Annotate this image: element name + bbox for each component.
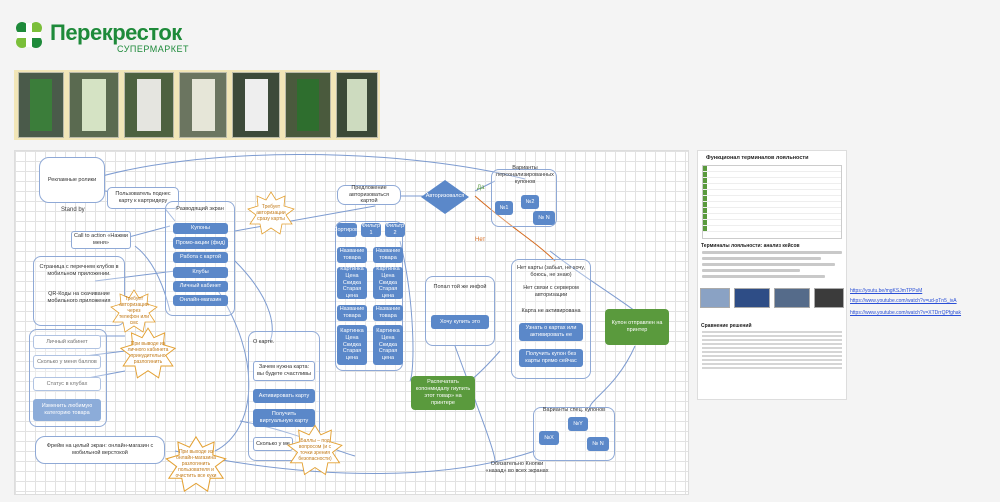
star-online-exit: При выходе из онлайн-магазина разлогинит… [165,433,227,494]
item-name: Название товара [373,305,403,321]
node-cta-card: Пользователь поднес карту к картридеру [107,187,179,209]
node-ads: Рекламные ролики [39,157,105,203]
node-fav-category: Изменить любимую категорию товара [33,399,101,421]
photo [232,72,280,138]
coupon-nx: №X [539,431,559,445]
doc-body [702,251,842,281]
coupon-nn: № N [533,211,555,225]
cross-logo-icon [16,22,42,48]
node-about-card: О карте. [253,339,275,345]
doc-thumbnails [700,288,845,308]
star-phone-auth: Требует авторизации через телефон или см… [109,289,159,333]
doc-compare-table [702,331,842,371]
doc-preview: Функционал терминалов лояльности Термина… [697,150,847,400]
video-link-2[interactable]: https://www.youtube.com/watch?v=ud-pTn5_… [850,298,957,304]
star-bonus: Баллы – под вопросом (и с точки зрения б… [287,423,343,477]
coupon-ny: №Y [568,417,588,431]
photo [336,72,378,138]
node-card-no-auth: Нет связи с сервером авторизации [523,285,579,298]
item-card: Картинка Цена Скидка Старая цена [337,325,367,365]
node-cta: Call to action «Нажми меня» [71,231,131,249]
node-personal: Личный кабинет [33,335,101,349]
node-points: Сколько у меня баллов [33,355,101,369]
star-auth-req: Требует авторизации сразу карты [247,191,295,235]
node-fullscreen: Фрейм на целый экран: онлайн-магазин с м… [35,436,165,464]
decision-authorized: Авторизовался [420,179,470,215]
photo [285,72,331,138]
star-cabinet-exit: При выводе из личного кабинета принудите… [119,327,177,379]
node-activate: Активировать карту [253,389,315,403]
item-name: Название товара [337,305,367,321]
coupon-n2: №2 [521,195,539,209]
node-found: Попал той же инфой [433,284,487,290]
node-personal-coupons: Варианты персонализированных купонов [496,165,554,185]
filter1-button: Фильтр 1 [361,223,381,237]
sort-button: Сортировк [334,223,361,237]
filter2-button: Фильтр 2 [385,223,405,237]
node-auth-offer: Предложение авторизоваться картой [337,185,401,205]
video-link-3[interactable]: https://www.youtube.com/watch?v=XTDrrQPf… [850,310,962,316]
node-why-card: Зачем нужна карта: вы будете счастливы [253,361,315,381]
cabinet-frame [29,329,107,427]
node-no-card: Нет карты (забыл, не хочу, боюсь, не зна… [516,265,586,278]
item-card: Картинка Цена Скидка Старая цена [337,266,367,299]
node-clubs-page: Страница с перечнем клубов в мобильном п… [39,264,119,277]
node-shop: Онлайн-магазин [173,295,228,306]
brand-name: Перекресток [50,20,182,45]
main-screen-title: Разводящий экран [176,206,224,212]
photo [179,72,227,138]
photo [69,72,119,138]
clubs-frame [33,256,125,326]
node-want-buy: Хочу купить это [431,315,489,329]
video-link-1[interactable]: https://youtu.be/mgKSJmTPPsM [850,288,923,294]
label-standby: Stand by [61,207,85,213]
label-yes: Да [477,185,485,191]
node-virtual: Получить виртуальную карту [253,409,315,427]
doc-heading: Терминалы лояльности: анализ кейсов [701,243,800,249]
item-name: Название товара [373,247,403,263]
brand-logo: Перекресток СУПЕРМАРКЕТ [12,18,190,58]
node-print: Распечатать копонмидалу гиупить этот тов… [411,376,475,410]
node-promo: Промо-акции (фид) [173,237,228,249]
photo [124,72,174,138]
node-sent-printer: Купон отправлен на принтер [605,309,669,345]
note-back: Обязательно Кнопки «назад» во всех экран… [485,461,549,474]
doc-table [702,165,842,239]
node-coupons: Купоны [173,223,228,234]
item-card: Картинка Цена Скидка Старая цена [373,325,403,365]
doc-title: Функционал терминалов лояльности [706,155,809,161]
item-card: Картинка Цена Скидка Старая цена [373,266,403,299]
photo [18,72,64,138]
node-get-coupon: Получить купон без карты прямо сейчас [519,349,583,367]
product-frame [425,276,495,346]
flow-diagram: Рекламные ролики Stand by Пользователь п… [14,150,689,495]
node-clubs: Клубы [173,267,228,278]
terminal-photos [14,70,380,140]
doc-section-heading: Сравнение решений [701,323,752,329]
label-no: Нет [475,237,486,243]
node-qr-codes: QR-Коды на скачивание мобильного приложе… [47,291,111,304]
brand-subtitle: СУПЕРМАРКЕТ [117,44,190,54]
coupon-nn2: № N [587,437,609,451]
item-name: Название товара [337,247,367,263]
node-card-work: Работа с картой [173,252,228,263]
node-cabinet: Личный кабинет [173,281,228,292]
node-card-inactive: Карта не активирована [521,308,581,314]
node-special-coupons: Варианты спец. купонов [542,407,606,413]
coupon-n1: №1 [495,201,513,215]
node-status: Статус в клубах [33,377,101,391]
node-learn-card: Узнать о картах или активировать ее [519,323,583,341]
